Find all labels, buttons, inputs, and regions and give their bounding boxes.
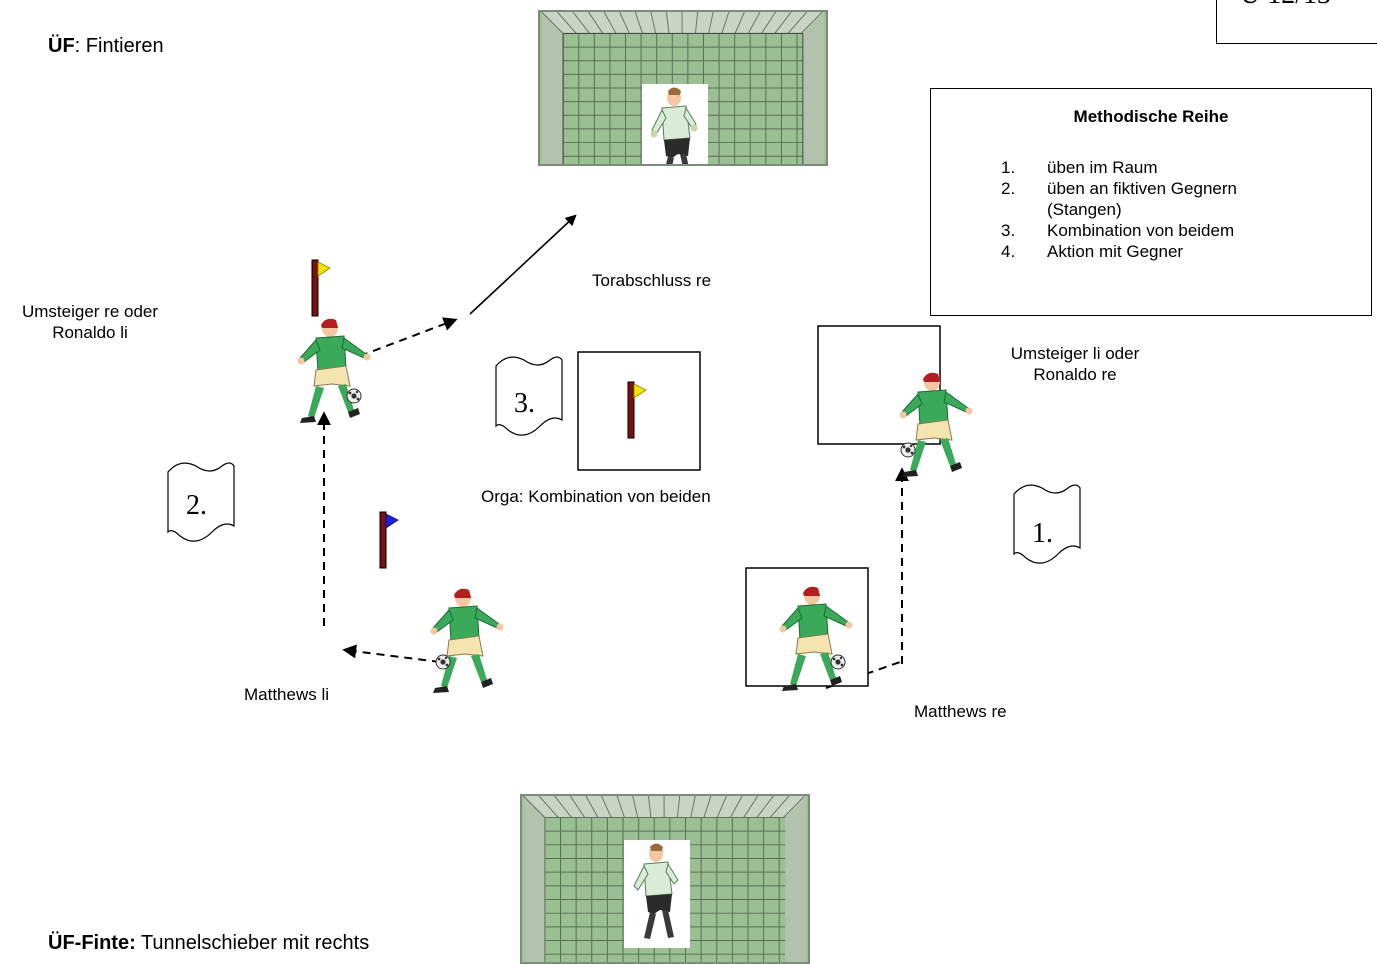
label-umsteiger-li: Umsteiger li oder Ronaldo re (992, 343, 1158, 385)
flag-yellow-icon (628, 382, 646, 438)
ball-icon (347, 389, 361, 403)
dribble-arrow (345, 650, 440, 662)
label-matthews-li: Matthews li (244, 684, 329, 705)
dribble-arrow (360, 320, 455, 356)
ball-icon (436, 655, 450, 669)
flag-yellow-icon (312, 260, 330, 316)
station-3-number: 3. (514, 388, 535, 420)
footer-prefix: ÜF-Finte: (48, 932, 136, 954)
player-icon (298, 319, 371, 423)
station-2-number: 2. (186, 490, 207, 522)
flag-blue-icon (380, 512, 398, 568)
label-matthews-re: Matthews re (914, 701, 1007, 722)
station-1-number: 1. (1032, 518, 1053, 550)
station-3-box (578, 352, 700, 470)
label-umsteiger-re: Umsteiger re oder Ronaldo li (2, 301, 178, 343)
player-icon (431, 589, 504, 693)
footer-finte: ÜF-Finte: Tunnelschieber mit rechts (48, 931, 369, 955)
label-torabschluss: Torabschluss re (592, 270, 711, 291)
ball-icon (901, 443, 915, 457)
footer-rest: Tunnelschieber mit rechts (136, 932, 369, 954)
label-orga: Orga: Kombination von beiden (481, 486, 711, 507)
ball-icon (831, 655, 845, 669)
shot-arrow (470, 216, 575, 314)
